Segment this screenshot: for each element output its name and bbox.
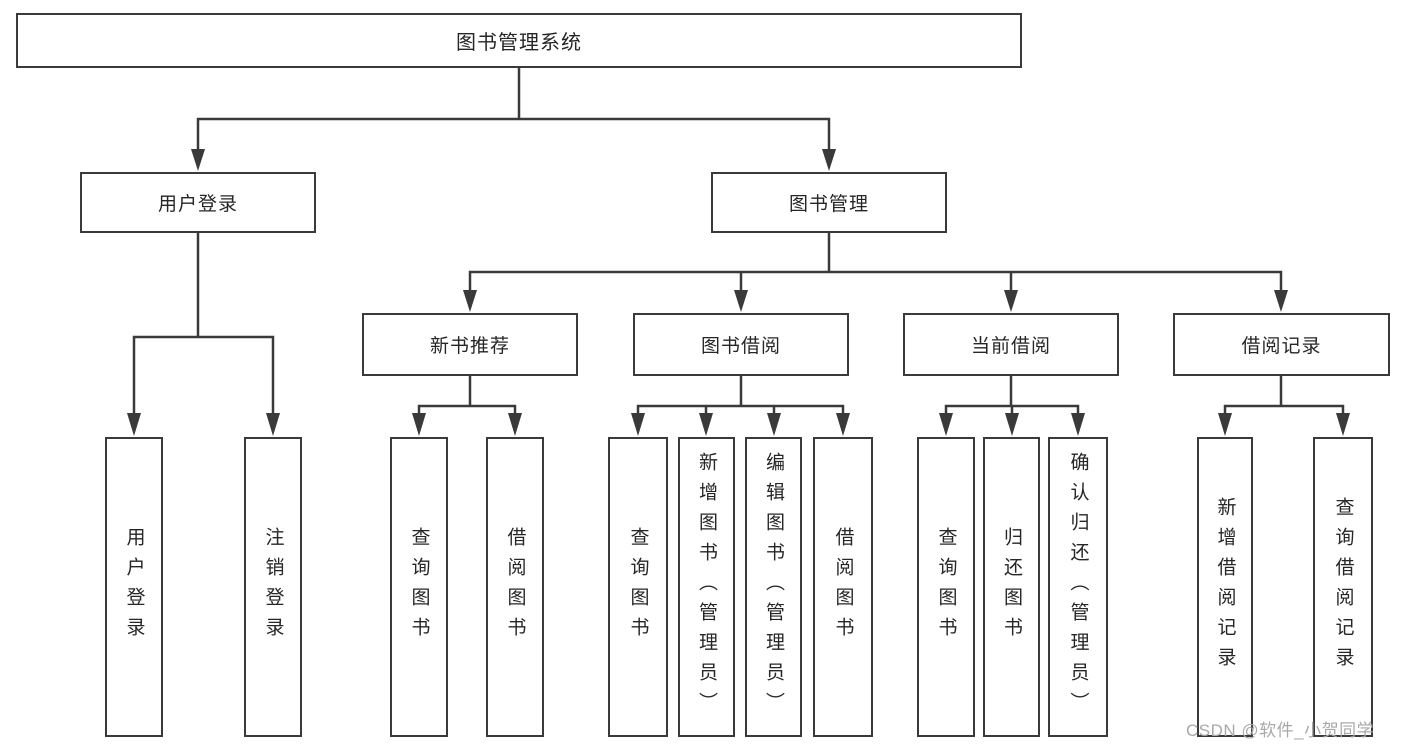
node-library-management-system: 图书管理系统 xyxy=(16,13,1022,68)
leaf-label: 查询图书 xyxy=(627,527,649,647)
leaf-borrow-query-book: 查询图书 xyxy=(608,437,668,737)
node-label: 当前借阅 xyxy=(970,336,1051,357)
leaf-recommend-query-book: 查询图书 xyxy=(390,437,448,737)
leaf-label: 确认归还（管理员） xyxy=(1067,452,1089,722)
leaf-label: 编辑图书（管理员） xyxy=(763,452,784,722)
leaf-label: 新增图书（管理员） xyxy=(696,452,717,722)
tree-connectors xyxy=(132,66,1345,417)
node-book-management: 图书管理 xyxy=(711,172,947,233)
leaf-label: 新增借阅记录 xyxy=(1214,497,1236,677)
node-current-borrow: 当前借阅 xyxy=(903,313,1119,376)
leaf-borrow-edit-book-admin: 编辑图书（管理员） xyxy=(745,437,802,737)
leaf-label: 借阅图书 xyxy=(504,527,526,647)
leaf-logout: 注销登录 xyxy=(244,437,302,737)
leaf-label: 用户登录 xyxy=(123,527,145,647)
leaf-current-query-book: 查询图书 xyxy=(917,437,975,737)
node-label: 用户登录 xyxy=(157,194,238,215)
leaf-records-query-borrow-record: 查询借阅记录 xyxy=(1313,437,1373,737)
node-label: 借阅记录 xyxy=(1241,336,1322,357)
csdn-watermark: CSDN @软件_小贺同学 xyxy=(1186,721,1375,740)
node-new-book-recommend: 新书推荐 xyxy=(362,313,578,376)
leaf-label: 查询图书 xyxy=(935,527,957,647)
node-label: 图书管理 xyxy=(788,194,869,215)
leaf-borrow-add-book-admin: 新增图书（管理员） xyxy=(678,437,735,737)
leaf-current-confirm-return-admin: 确认归还（管理员） xyxy=(1048,437,1108,737)
leaf-label: 注销登录 xyxy=(262,527,284,647)
node-user-login: 用户登录 xyxy=(80,172,316,233)
leaf-recommend-borrow-book: 借阅图书 xyxy=(486,437,544,737)
leaf-records-add-borrow-record: 新增借阅记录 xyxy=(1197,437,1253,737)
leaf-label: 查询图书 xyxy=(408,527,430,647)
node-label: 图书管理系统 xyxy=(456,32,582,54)
leaf-borrow-borrow-book: 借阅图书 xyxy=(813,437,873,737)
node-label: 图书借阅 xyxy=(700,336,781,357)
leaf-label: 归还图书 xyxy=(1001,527,1022,647)
leaf-label: 查询借阅记录 xyxy=(1332,497,1354,677)
leaf-label: 借阅图书 xyxy=(832,527,854,647)
node-label: 新书推荐 xyxy=(429,336,510,357)
node-borrow-records: 借阅记录 xyxy=(1173,313,1390,376)
arrow-down-icons xyxy=(127,149,1350,436)
leaf-current-return-book: 归还图书 xyxy=(983,437,1040,737)
leaf-user-login: 用户登录 xyxy=(105,437,163,737)
node-book-borrow: 图书借阅 xyxy=(633,313,849,376)
